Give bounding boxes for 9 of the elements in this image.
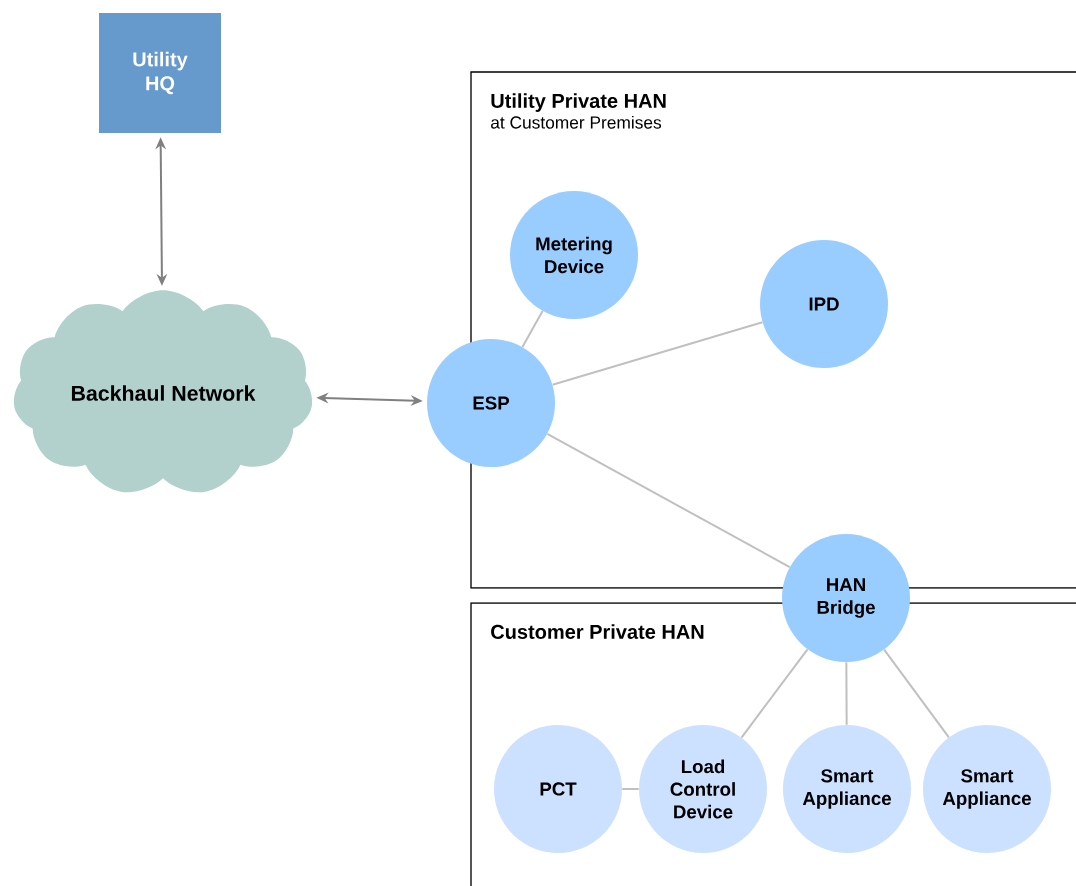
- connector-line: [740, 648, 809, 739]
- connector-line: [883, 648, 950, 739]
- connector-line: [621, 788, 640, 790]
- connector-line: [551, 321, 764, 386]
- connector-line: [845, 661, 848, 726]
- office-box: Utility HQ: [99, 13, 221, 133]
- connector-line: [521, 310, 544, 348]
- network-cloud: Backhaul Network: [13, 290, 313, 493]
- connector-line: [546, 432, 791, 569]
